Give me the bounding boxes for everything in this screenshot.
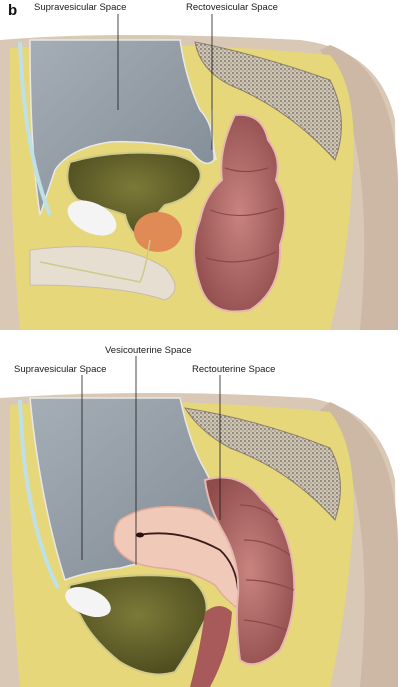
anterior-peritoneum-bottom [18,399,60,589]
rectum-folds-top [205,167,279,263]
sacrum [194,41,342,161]
label-bottom-supravesicular-space: Supravesicular Space [14,364,107,375]
urethra [39,239,151,283]
label-bottom-vesicouterine-space: Vesicouterine Space [105,345,192,356]
rectum-folds-bottom [239,504,295,631]
sacrum-bottom [183,407,341,521]
label-top-supravesicular-space: Supravesicular Space [34,2,127,13]
label-top-rectovesicular-space: Rectovesicular Space [186,2,278,13]
leader-lines [81,14,221,565]
male-pelvis-section [0,35,398,330]
posterior-wall [320,45,398,330]
penis [29,246,176,301]
label-bottom-rectouterine-space: Rectouterine Space [192,364,276,375]
cervical-os [136,532,144,538]
rectum-top [193,113,287,313]
female-pelvis-section [0,393,398,687]
uterus [113,505,250,612]
uterine-cavity [137,532,239,591]
anterior-peritoneum-top [18,41,52,216]
panel-letter: b [8,2,18,19]
prostate [134,212,182,252]
pubic-bone-bottom [65,586,111,618]
vagina [190,606,232,687]
rectum-bottom [203,476,296,666]
posterior-wall-bottom [320,402,398,687]
supravesicular-space-top [29,39,215,216]
pubic-bone-top [67,200,117,236]
